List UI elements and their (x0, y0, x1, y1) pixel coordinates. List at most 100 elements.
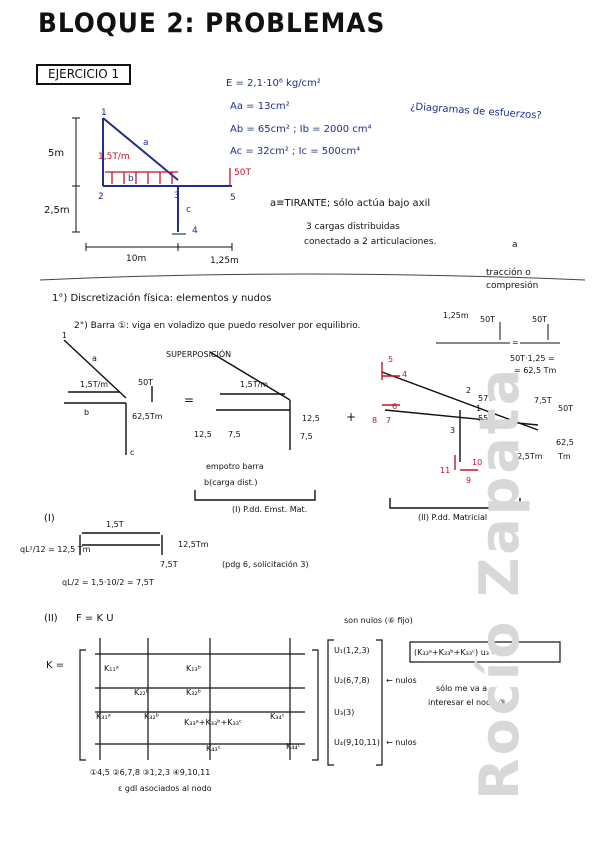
k44: K₄₄ᶜ (286, 742, 301, 751)
nulos-header: son nulos (⑥ fijo) (344, 616, 413, 625)
fig2-eq: = (184, 393, 195, 407)
part-i-note: (pdg 6, solicitación 3) (222, 560, 309, 569)
note-tirante: a≡TIRANTE; sólo actúa bajo axil (270, 198, 431, 209)
aside-m1: 50T·1,25 = (510, 354, 555, 363)
mini-bar-a: a (512, 240, 518, 250)
aside-dist: 1,25m (443, 311, 469, 320)
watermark: Rocío Zapata (468, 365, 531, 800)
fig4-l2: 2 (466, 386, 472, 395)
fig4-l4: 4 (402, 370, 408, 379)
fig3-r3: 7,5 (300, 432, 313, 441)
result-sub-1: sólo me va a (436, 684, 488, 693)
fig3-load: 1,5T/m (240, 380, 269, 389)
fig1-h1: 5m (48, 148, 65, 159)
part-i-r2: qL/2 = 1,5·10/2 = 7,5T (62, 578, 154, 587)
fig4-l10: 10 (472, 458, 483, 467)
result-sub-2: interesar el nodo ③ (428, 698, 506, 707)
part-i-load: 1,5T (106, 520, 124, 529)
fig3-r2: 7,5 (228, 430, 241, 439)
fig3-r1: 12,5 (194, 430, 212, 439)
nulos-2: ← nulos (386, 738, 417, 747)
fig4-caption: (II) P.dd. Matricial (418, 513, 488, 522)
page-title: BLOQUE 2: PROBLEMAS (38, 8, 386, 39)
fig4-l6: 6 (392, 402, 398, 411)
part-i-label: (I) (44, 513, 55, 524)
fig4-l3: 3 (450, 426, 456, 435)
fig4-f3: 7,5T (534, 396, 552, 405)
result-eq: (K₃₃ᵃ+K₃₃ᵇ+K₃₃ᶜ) u₃ = F (414, 648, 506, 657)
aside-force-1: 50T (480, 315, 496, 324)
fig1-bar-c: c (186, 205, 191, 215)
exercise-label: EJERCICIO 1 (36, 64, 132, 85)
k31: K₃₁ᵃ (96, 712, 111, 721)
fig4-m-unit: Tm (558, 452, 571, 461)
fig3-note-1: empotro barra (206, 462, 264, 471)
fig1-force: 50T (234, 168, 251, 178)
fig4-l5: 5 (388, 355, 394, 364)
u1: U₁(1,2,3) (334, 646, 370, 655)
fig4-l11: 11 (440, 466, 451, 475)
aside-eq: = (512, 338, 519, 347)
fig1-load: 1,5T/m (98, 152, 130, 162)
nulos-1: ← nulos (386, 676, 417, 685)
k32: K₃₂ᵇ (144, 712, 160, 721)
fig4-l8: 8 (372, 416, 378, 425)
fig1-node-5: 5 (230, 193, 236, 203)
u3: U₃(3) (334, 708, 355, 717)
fig1-node-4: 4 (192, 226, 198, 236)
superposicion-label: SUPERPOSICIÓN (166, 350, 232, 359)
step-1: 1°) Discretización física: elementos y n… (52, 293, 272, 304)
aside-m2: = 62,5 Tm (514, 366, 557, 375)
fig2-force: 50T (138, 378, 154, 387)
fig4-f1: 57T (478, 394, 494, 403)
fig2-bar-a: a (92, 354, 97, 363)
fig3-r4: 12,5 (302, 414, 320, 423)
fig1-bar-b: b (128, 174, 134, 184)
k43: K₄₃ᶜ (206, 744, 221, 753)
fig4-l1: 1 (476, 404, 482, 413)
step-2: 2°) Barra ①: viga en voladizo que puedo … (74, 321, 361, 331)
part-i-m1: qL²/12 = 12,5 Tm (20, 545, 91, 554)
k22: K₂₂ᵇ (134, 688, 150, 697)
k-label: K = (46, 660, 65, 671)
fig2-node-1: 1 (62, 331, 68, 340)
k11: K₁₁ᵃ (104, 664, 119, 673)
fig4-f2: 55T (478, 414, 494, 423)
prop-ac: Ac = 32cm² ; Ic = 500cm⁴ (230, 146, 361, 157)
fig4-m3: 12,5Tm (512, 452, 543, 461)
fig1-h2: 2,5m (44, 205, 70, 216)
note-traccion1: tracción o (486, 268, 531, 278)
fig1-node-3: 3 (174, 191, 180, 201)
fig4-l9: 9 (466, 476, 472, 485)
fig1-node-2: 2 (98, 192, 104, 202)
fig1-w2: 1,25m (210, 256, 239, 266)
aside-force-2: 50T (532, 315, 548, 324)
prop-aa: Aa = 13cm² (230, 101, 290, 112)
fig3-caption: (I) P.dd. Emst. Mat. (232, 505, 308, 514)
fig1-w1: 10m (126, 254, 147, 264)
plus-sign: + (346, 410, 357, 424)
fig2-load: 1,5T/m (80, 380, 109, 389)
k32b: K₃₂ᵇ (186, 688, 202, 697)
u4: U₄(9,10,11) (334, 738, 380, 747)
fig4-f4: 50T (558, 404, 574, 413)
fig1-node-1: 1 (101, 108, 107, 118)
prop-ab: Ab = 65cm² ; Ib = 2000 cm⁴ (230, 124, 372, 135)
k13b: K₁₃ᵇ (186, 664, 202, 673)
fig2-bar-c: c (130, 448, 135, 457)
legend-nodes: ①4,5 ②6,7,8 ③1,2,3 ④9,10,11 (90, 768, 211, 777)
part-i-m2: 12,5Tm (178, 540, 209, 549)
fig3-note-2: b(carga dist.) (204, 478, 258, 487)
note-cargas1: 3 cargas distribuidas (306, 222, 400, 232)
fig2-bar-b: b (84, 408, 90, 417)
k33: K₃₃ᵃ+K₃₃ᵇ+K₃₃ᶜ (184, 718, 242, 727)
fig4-m: 62,5 (556, 438, 574, 447)
k34: K₃₄ᶜ (270, 712, 285, 721)
fig1-bar-a: a (143, 138, 149, 148)
fig4-l7: 7 (386, 416, 392, 425)
part-i-r: 7,5T (160, 560, 178, 569)
prop-e: E = 2,1·10⁶ kg/cm² (226, 78, 321, 89)
part-ii-label: (II) (44, 613, 58, 624)
note-traccion2: compresión (486, 281, 539, 291)
